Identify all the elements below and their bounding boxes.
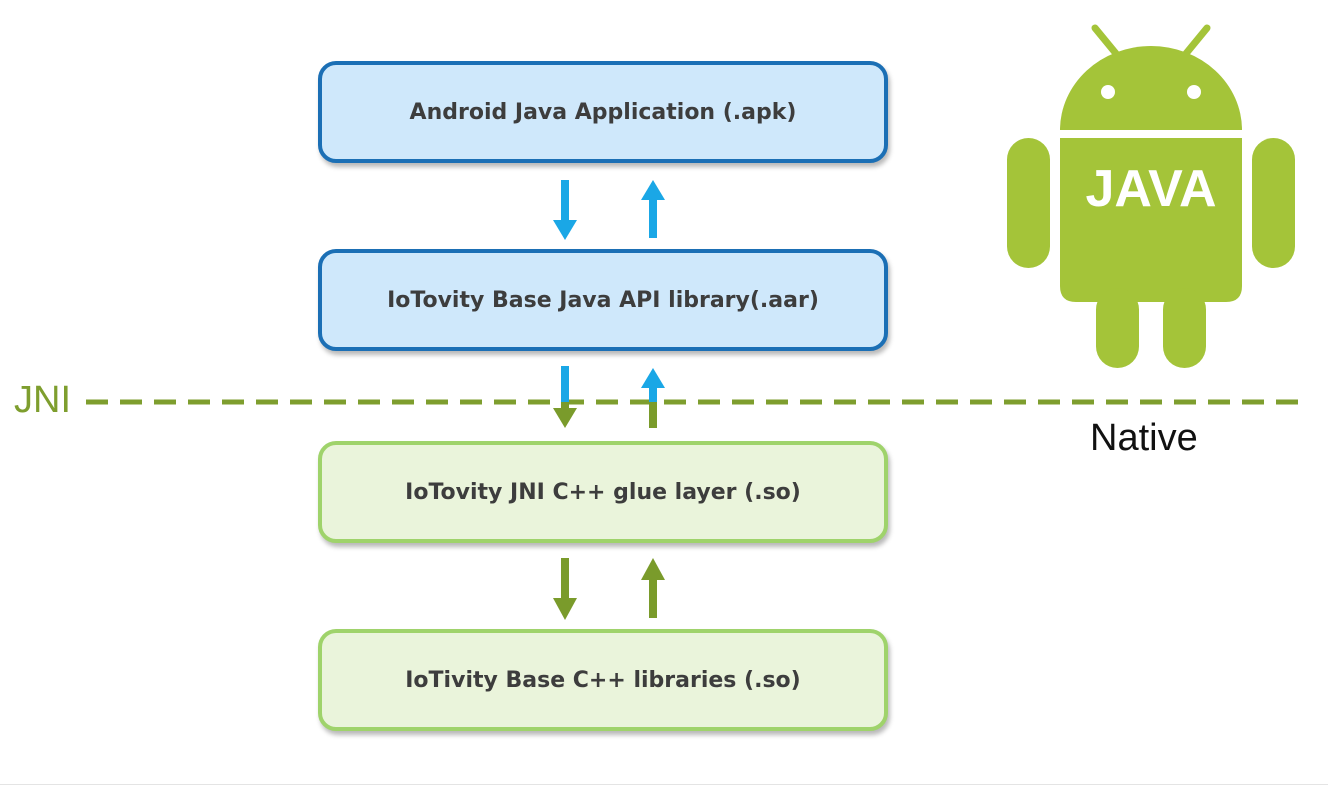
arrow-up-glue-to-aar [641, 368, 665, 428]
arrow-down-glue-to-libs [553, 558, 577, 620]
arrow-down-apk-to-aar [553, 180, 577, 240]
arrow-down-aar-to-glue [553, 366, 577, 428]
native-label: Native [1090, 417, 1198, 459]
layer-jni-glue: IoTovity JNI C++ glue layer (.so) [318, 441, 888, 543]
bottom-divider [0, 784, 1328, 785]
java-logo-text: JAVA [1086, 160, 1217, 218]
layer-cpp-libraries: IoTivity Base C++ libraries (.so) [318, 629, 888, 731]
layer-label: IoTovity Base Java API library(.aar) [387, 287, 819, 313]
layer-label: IoTivity Base C++ libraries (.so) [405, 667, 801, 693]
layer-label: IoTovity JNI C++ glue layer (.so) [405, 479, 801, 505]
android-robot-icon [1007, 24, 1295, 368]
arrow-up-aar-to-apk [641, 180, 665, 238]
layer-java-api-library: IoTovity Base Java API library(.aar) [318, 249, 888, 351]
jni-label: JNI [14, 379, 71, 421]
layer-label: Android Java Application (.apk) [409, 99, 797, 125]
layer-android-java-application: Android Java Application (.apk) [318, 61, 888, 163]
arrow-up-libs-to-glue [641, 558, 665, 618]
